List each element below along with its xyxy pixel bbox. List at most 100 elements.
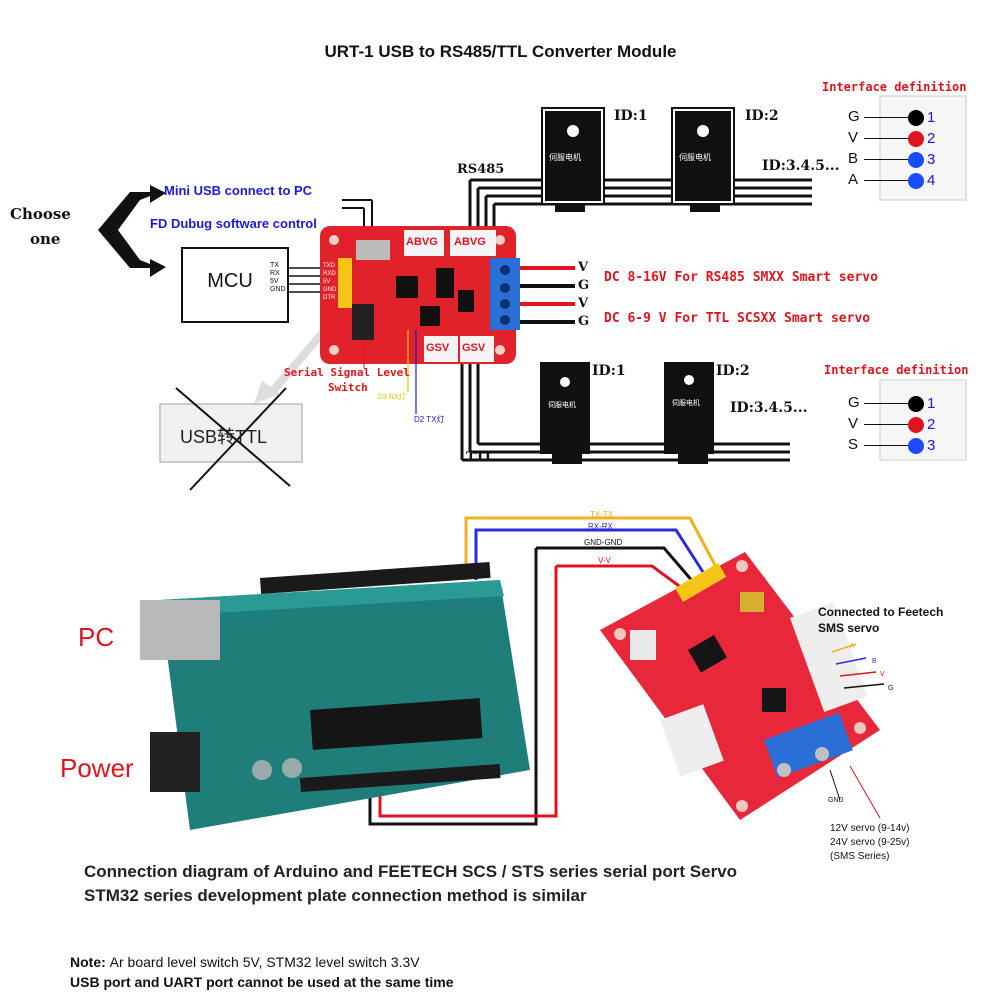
mini-usb-label: Mini USB connect to PC	[164, 183, 313, 198]
gsv-header-1: GSV	[426, 342, 450, 354]
led-tx-label: D2 TX灯	[414, 415, 445, 424]
caption-line1: Connection diagram of Arduino and FEETEC…	[84, 862, 738, 881]
mcu-pin-tx: TX	[270, 262, 279, 269]
gsv-header-2: GSV	[462, 342, 486, 354]
servo-text-1: 伺服电机	[549, 153, 581, 162]
mcu-pin-gnd: GND	[270, 286, 286, 293]
dc-rs485-label: DC 8-16V For RS485 SMXX Smart servo	[604, 270, 878, 285]
arduino-diagram	[140, 516, 885, 830]
power-label: Power	[60, 753, 134, 783]
caption-line2: STM32 series development plate connectio…	[84, 886, 587, 905]
servo-bottom-1	[540, 362, 590, 454]
interface-pin-line	[864, 445, 908, 446]
interface-pin-line	[864, 138, 908, 139]
abvg-header-2: ABVG	[454, 236, 486, 248]
board-pins: TXD RXD 5V GND DTR	[323, 262, 336, 302]
interface-pin-dot-icon	[908, 173, 924, 189]
interface-pin-number: 2	[927, 130, 936, 147]
interface-top-title: Interface definition	[822, 80, 967, 94]
wire-rx-label: RX-RX	[588, 522, 613, 531]
id-bottom-2: ID:2	[716, 363, 750, 379]
board-pin-dtr: DTR	[323, 295, 336, 301]
servo-top-2	[671, 107, 735, 205]
servo-top-1	[541, 107, 605, 205]
interface-pin-dot-icon	[908, 110, 924, 126]
interface-pin-label: V	[848, 129, 859, 146]
id-bottom-1: ID:1	[592, 363, 626, 379]
interface-pin-line	[864, 180, 908, 181]
interface-bottom-title: Interface definition	[824, 363, 969, 377]
mcu-pins: TX RX 5V GND	[270, 262, 286, 294]
interface-pin-number: 3	[927, 151, 936, 168]
interface-pin-line	[864, 403, 908, 404]
power-g1: G	[578, 278, 590, 293]
interface-pin-number: 3	[927, 437, 936, 454]
choose-arrow-icon	[98, 192, 160, 268]
rs485-label: RS485	[457, 162, 505, 177]
feetech-line1: Connected to Feetech	[818, 605, 944, 619]
feetech-label: Connected to Feetech SMS servo	[818, 604, 943, 636]
board-pin-rxd: RXD	[323, 271, 336, 277]
interface-pin-dot-icon	[908, 152, 924, 168]
wire-gnd-label: GND-GND	[584, 538, 623, 547]
abvg-header-1: ABVG	[406, 236, 438, 248]
interface-pin-label: G	[848, 108, 860, 125]
feetech-pin-g: G	[888, 685, 894, 692]
servo-sms: (SMS Series)	[830, 851, 890, 862]
board-pin-gnd: GND	[323, 287, 337, 293]
mcu-pin-rx: RX	[270, 270, 280, 277]
usb-ttl-label: USB转TTL	[180, 427, 268, 447]
feetech-pin-a: A	[850, 643, 855, 650]
interface-pin-number: 4	[927, 172, 936, 189]
feetech-line2: SMS servo	[818, 621, 880, 635]
serial-switch-label: Serial Signal Level	[284, 366, 410, 379]
ttl-label: TTL	[466, 450, 495, 465]
board-pin-5v: 5V	[323, 279, 331, 285]
interface-pin-label: V	[848, 415, 859, 432]
top-diagram	[98, 95, 967, 491]
interface-pin-number: 2	[927, 416, 936, 433]
id-top-3: ID:3.4.5...	[762, 158, 840, 174]
note-line2: USB port and UART port cannot be used at…	[70, 974, 454, 990]
interface-pin-line	[864, 159, 908, 160]
servo-text-3: 伺服电机	[548, 402, 576, 409]
arduino-board	[140, 561, 530, 830]
dc-ttl-label: DC 6-9 V For TTL SCSXX Smart servo	[604, 311, 871, 326]
servo-voltage-list: 12V servo (9-14v) 24V servo (9-25v) (SMS…	[830, 822, 909, 864]
mcu-box	[181, 247, 289, 323]
interface-pin-number: 1	[927, 109, 936, 126]
feetech-gnd: GND	[828, 797, 844, 804]
caption: Connection diagram of Arduino and FEETEC…	[84, 860, 737, 908]
interface-pin-line	[864, 117, 908, 118]
choose-label: Choose	[10, 205, 71, 223]
usb-ttl-box	[159, 403, 303, 463]
interface-pin-dot-icon	[908, 131, 924, 147]
interface-pin-label: G	[848, 394, 860, 411]
choose-label-2: one	[30, 230, 61, 248]
interface-pin-number: 1	[927, 395, 936, 412]
wire-tx-label: TX-TX	[590, 510, 614, 519]
pc-label: PC	[78, 622, 115, 652]
interface-pin-line	[864, 424, 908, 425]
board-pin-txd: TXD	[323, 263, 335, 269]
id-bottom-3: ID:3.4.5...	[730, 400, 808, 416]
feetech-board	[600, 552, 880, 820]
mcu-pin-5v: 5V	[270, 278, 279, 285]
serial-switch-label-2: Switch	[328, 381, 368, 394]
note: Note: Ar board level switch 5V, STM32 le…	[70, 952, 454, 992]
interface-pin-dot-icon	[908, 396, 924, 412]
note-line1: Ar board level switch 5V, STM32 level sw…	[109, 954, 420, 970]
note-prefix: Note:	[70, 954, 110, 970]
power-v1: V	[578, 260, 589, 275]
interface-pin-dot-icon	[908, 438, 924, 454]
interface-pin-label: S	[848, 436, 859, 453]
id-top-1: ID:1	[614, 108, 648, 124]
interface-pin-dot-icon	[908, 417, 924, 433]
